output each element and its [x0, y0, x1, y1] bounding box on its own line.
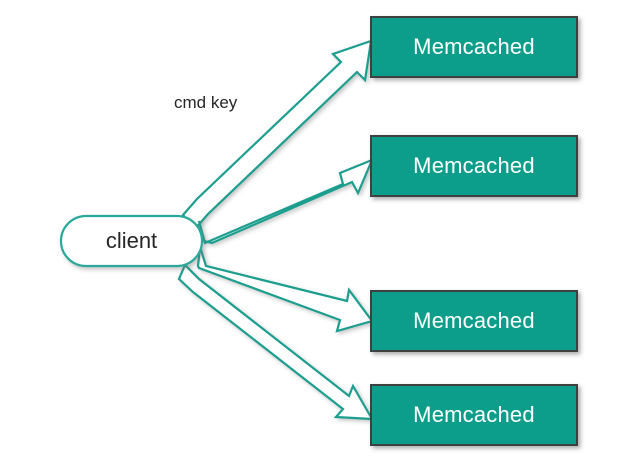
- client-node-shape[interactable]: [59, 214, 204, 268]
- arrow-client-to-server-1: [181, 39, 373, 231]
- arrow-group: [177, 39, 375, 421]
- arrow-client-to-server-2: [197, 157, 375, 245]
- arrow-client-to-server-4: [177, 263, 374, 421]
- arrow-client-to-server-3: [196, 246, 374, 333]
- edge-label-cmd-key: cmd key: [174, 93, 238, 112]
- server-box-3[interactable]: [370, 290, 578, 352]
- server-box-4[interactable]: [370, 384, 578, 446]
- server-box-2[interactable]: [370, 135, 578, 197]
- server-boxes: [370, 16, 578, 446]
- server-box-1[interactable]: [370, 16, 578, 78]
